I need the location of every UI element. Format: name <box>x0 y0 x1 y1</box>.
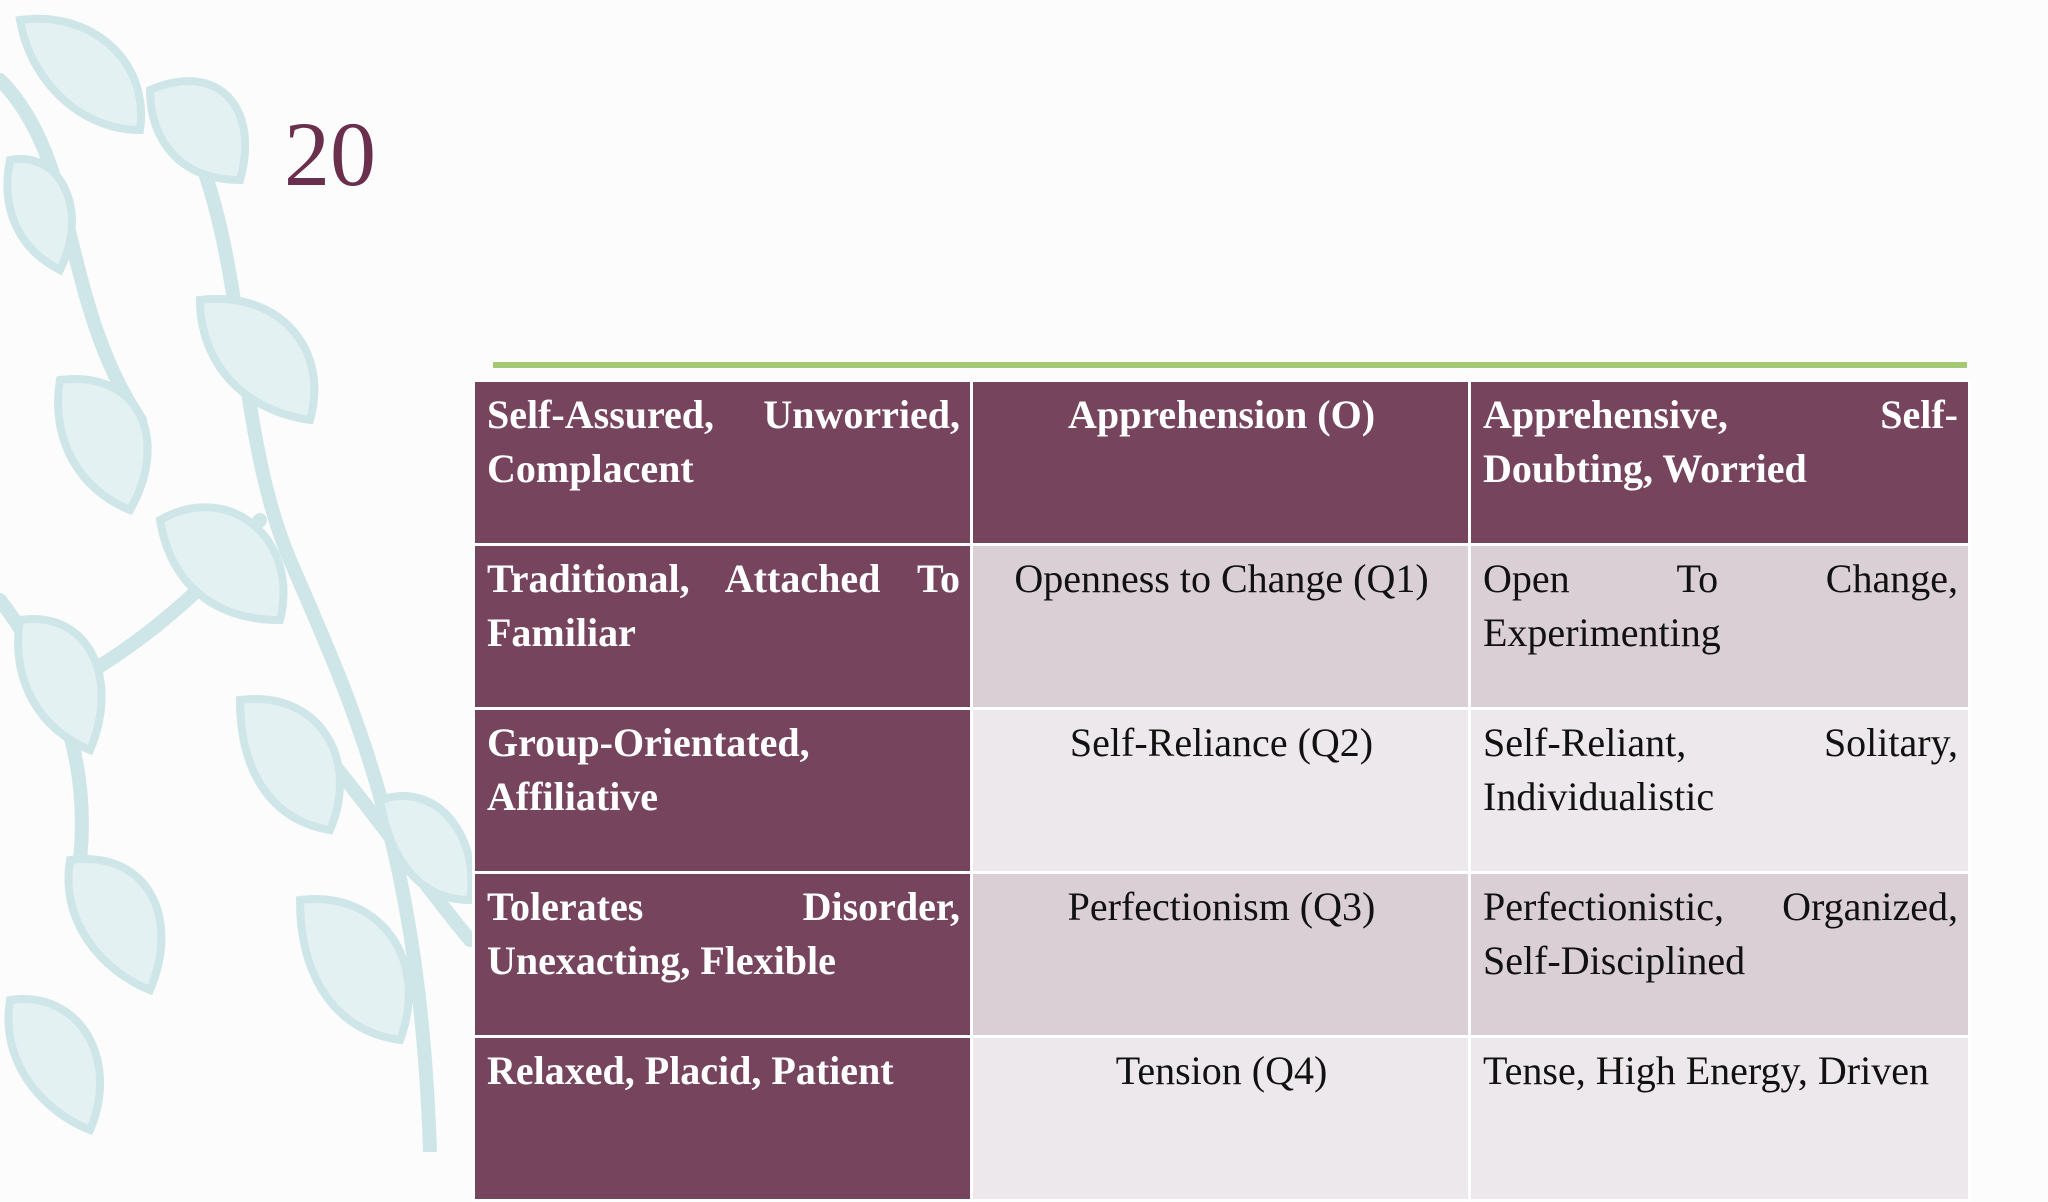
factor-cell: Apprehension (O) <box>970 379 1471 546</box>
table-row: Traditional, Attached To Familiar Openne… <box>472 543 1971 710</box>
accent-divider <box>493 362 1967 368</box>
factor-cell: Perfectionism (Q3) <box>970 871 1471 1038</box>
low-pole-cell: Tolerates Disorder, Unexacting, Flexible <box>472 871 973 1038</box>
high-pole-cell: Perfectionistic, Organized, Self-Discipl… <box>1468 871 1971 1038</box>
personality-factor-table: Self-Assured, Unworried, Complacent Appr… <box>472 379 1971 1202</box>
leafy-vine-decoration <box>0 14 477 1152</box>
high-pole-cell: Open To Change, Experimenting <box>1468 543 1971 710</box>
high-pole-cell: Apprehensive, Self-Doubting, Worried <box>1468 379 1971 546</box>
high-pole-cell: Self-Reliant, Solitary, Individualistic <box>1468 707 1971 874</box>
slide-number: 20 <box>284 103 376 205</box>
factor-cell: Self-Reliance (Q2) <box>970 707 1471 874</box>
factor-cell: Openness to Change (Q1) <box>970 543 1471 710</box>
low-pole-cell: Traditional, Attached To Familiar <box>472 543 973 710</box>
high-pole-cell: Tense, High Energy, Driven <box>1468 1035 1971 1202</box>
low-pole-cell: Group-Orientated, Affiliative <box>472 707 973 874</box>
table-header-row: Self-Assured, Unworried, Complacent Appr… <box>472 379 1971 546</box>
table-row: Tolerates Disorder, Unexacting, Flexible… <box>472 871 1971 1038</box>
factor-cell: Tension (Q4) <box>970 1035 1471 1202</box>
low-pole-cell: Relaxed, Placid, Patient <box>472 1035 973 1202</box>
table-row: Relaxed, Placid, Patient Tension (Q4) Te… <box>472 1035 1971 1202</box>
table-row: Group-Orientated, Affiliative Self-Relia… <box>472 707 1971 874</box>
low-pole-cell: Self-Assured, Unworried, Complacent <box>472 379 973 546</box>
